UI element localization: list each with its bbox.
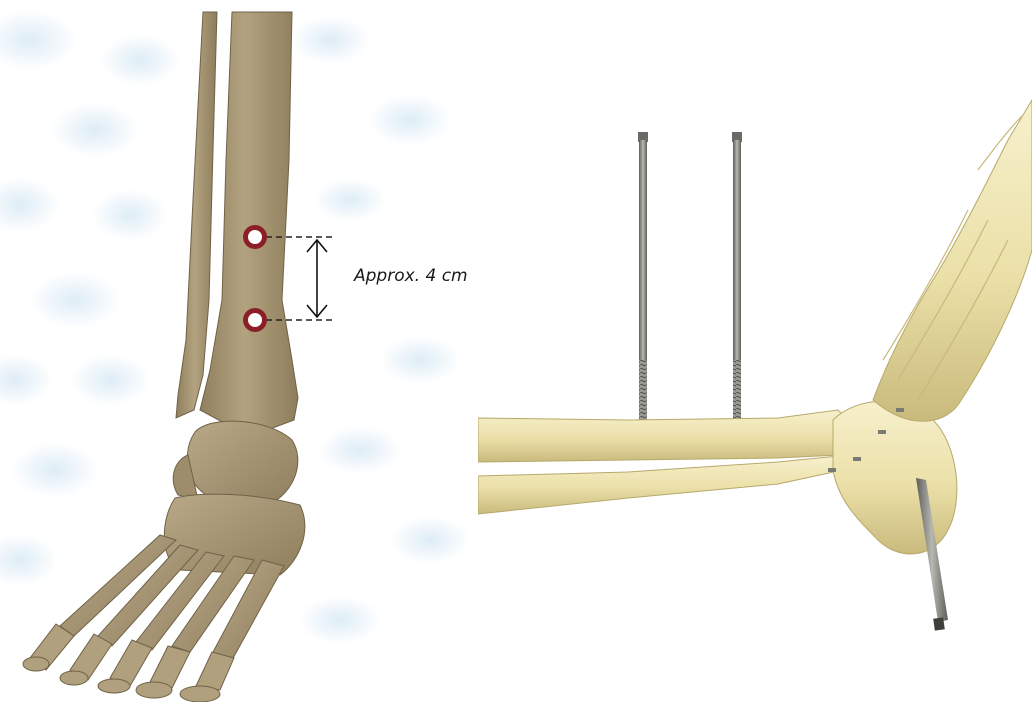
model-ankle xyxy=(833,401,957,554)
rod-right xyxy=(732,132,742,422)
illustration-svg xyxy=(0,0,500,702)
distance-label: Approx. 4 cm xyxy=(354,266,468,286)
model-tibia xyxy=(478,410,853,462)
phalanges xyxy=(23,624,234,702)
measurement-arrow xyxy=(307,240,327,317)
model-foot xyxy=(873,100,1032,421)
illustration-panel: Approx. 4 cm xyxy=(0,0,500,702)
fibula xyxy=(176,12,217,418)
pin-site-marker-lower xyxy=(243,308,267,332)
pin-site-marker-upper xyxy=(243,225,267,249)
rod-left xyxy=(638,132,648,422)
model-photo-panel xyxy=(478,0,1032,702)
model-fibula xyxy=(478,456,843,514)
model-photo-svg xyxy=(478,0,1032,702)
